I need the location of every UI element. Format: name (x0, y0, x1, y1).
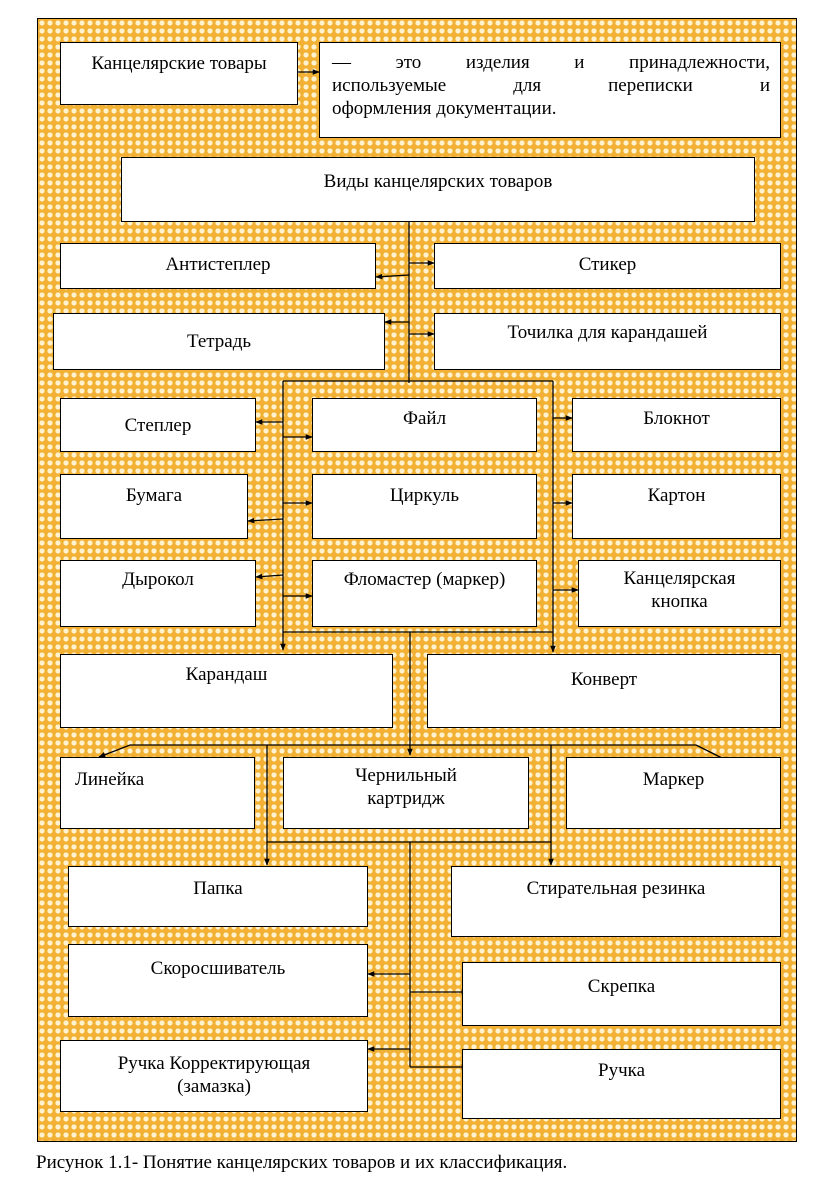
item-tochilka: Точилка для карандашей (434, 313, 781, 370)
item-knopka: Канцелярская кнопка (578, 560, 781, 627)
item-konvert: Конверт (427, 654, 781, 728)
definition-box: — это изделия и принадлежности, использу… (319, 42, 781, 138)
item-tetrad: Тетрадь (53, 313, 385, 370)
item-bumaga: Бумага (60, 474, 248, 539)
item-rezinka: Стирательная резинка (451, 866, 781, 937)
item-flomaster: Фломастер (маркер) (312, 560, 537, 627)
definition-line-2: используемые для переписки и (332, 75, 770, 96)
item-sticker: Стикер (434, 243, 781, 289)
item-antistepler: Антистеплер (60, 243, 376, 289)
item-dyrokol: Дырокол (60, 560, 256, 627)
item-papka: Папка (68, 866, 368, 927)
term-box: Канцелярские товары (60, 42, 298, 105)
item-lineyka: Линейка (60, 757, 255, 829)
item-stepler: Степлер (60, 398, 256, 452)
item-marker: Маркер (566, 757, 781, 829)
item-skrepka: Скрепка (462, 962, 781, 1026)
root-label: Виды канцелярских товаров (323, 171, 553, 192)
term-label: Канцелярские товары (91, 53, 267, 74)
root-box: Виды канцелярских товаров (121, 157, 755, 222)
item-karton: Картон (572, 474, 781, 539)
item-karandash: Карандаш (60, 654, 393, 728)
item-bloknot: Блокнот (572, 398, 781, 452)
item-ruchka: Ручка (462, 1049, 781, 1119)
definition-line-1: — это изделия и принадлежности, (332, 52, 770, 73)
item-zamazka: Ручка Корректирующая (замазка) (60, 1040, 368, 1112)
item-fail: Файл (312, 398, 537, 452)
definition-line-3: оформления документации. (332, 98, 557, 119)
figure-caption: Рисунок 1.1- Понятие канцелярских товаро… (36, 1152, 568, 1173)
item-skorosshivatel: Скоросшиватель (68, 944, 368, 1017)
item-tsirkul: Циркуль (312, 474, 537, 539)
item-kartridzh: Чернильный картридж (283, 757, 529, 829)
